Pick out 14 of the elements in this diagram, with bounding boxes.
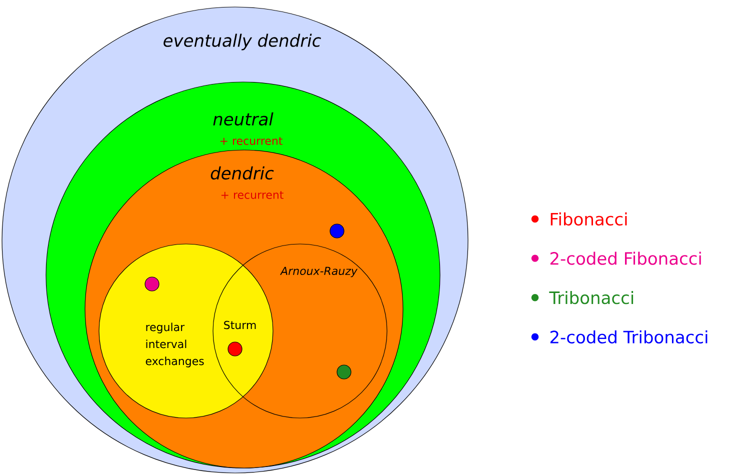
set-label: regular interval exchanges — [146, 322, 204, 368]
condition-label: + recurrent — [221, 191, 284, 199]
set-label: eventually dendric — [164, 34, 321, 50]
legend-text: 2-coded Tribonacci — [550, 330, 708, 344]
set-label: neutral — [213, 112, 274, 126]
legend-text: Tribonacci — [549, 291, 634, 304]
set-circle — [98, 244, 274, 418]
set-label: Sturm — [224, 320, 256, 330]
set-label: Arnoux-Rauzy — [280, 266, 358, 278]
legend-text: 2-coded Fibonacci — [550, 252, 701, 265]
legend-text: Fibonacci — [550, 212, 627, 226]
set-circle — [212, 244, 388, 418]
set-label: dendric — [210, 166, 274, 180]
condition-label: + recurrent — [220, 137, 282, 145]
